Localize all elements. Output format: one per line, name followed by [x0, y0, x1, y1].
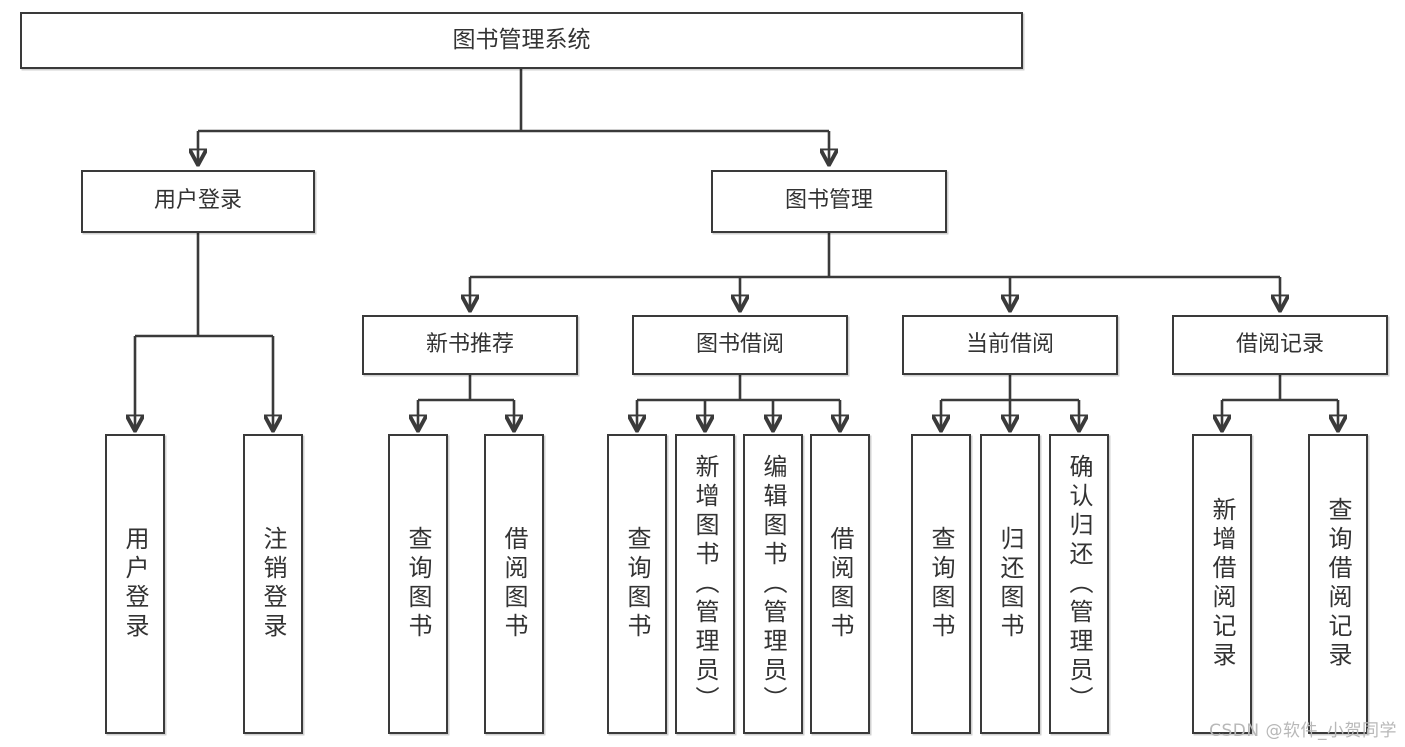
node-new-book-recommend[interactable]: 新书推荐 [362, 315, 578, 375]
node-label: 用户登录 [121, 526, 149, 642]
leaf-current-return-book[interactable]: 归还图书 [980, 434, 1040, 734]
node-label: 图书借阅 [695, 331, 784, 357]
leaf-borrow-borrow-book[interactable]: 借阅图书 [810, 434, 870, 734]
node-book-management[interactable]: 图书管理 [711, 170, 947, 233]
leaf-recommend-query-book[interactable]: 查询图书 [388, 434, 448, 734]
node-label: 编辑图书（管理员） [759, 453, 787, 715]
leaf-record-add-record[interactable]: 新增借阅记录 [1192, 434, 1252, 734]
node-current-borrow[interactable]: 当前借阅 [902, 315, 1118, 375]
node-label: 归还图书 [996, 526, 1024, 642]
node-label: 图书管理 [784, 188, 873, 214]
node-label: 查询借阅记录 [1324, 497, 1352, 671]
leaf-user-login-login[interactable]: 用户登录 [105, 434, 165, 734]
node-label: 图书管理系统 [452, 26, 591, 53]
node-label: 用户登录 [153, 188, 242, 214]
node-label: 查询图书 [623, 526, 651, 642]
node-root-system[interactable]: 图书管理系统 [20, 12, 1023, 69]
node-label: 借阅图书 [826, 526, 854, 642]
node-label: 确认归还（管理员） [1065, 453, 1093, 715]
watermark-text: CSDN @软件_小贺同学 [1209, 721, 1397, 741]
node-label: 新书推荐 [425, 331, 514, 357]
node-user-login[interactable]: 用户登录 [81, 170, 315, 233]
node-label: 借阅图书 [500, 526, 528, 642]
node-label: 新增图书（管理员） [691, 453, 719, 715]
leaf-recommend-borrow-book[interactable]: 借阅图书 [484, 434, 544, 734]
leaf-borrow-add-book-admin[interactable]: 新增图书（管理员） [675, 434, 735, 734]
leaf-current-query-book[interactable]: 查询图书 [911, 434, 971, 734]
leaf-current-confirm-return-admin[interactable]: 确认归还（管理员） [1049, 434, 1109, 734]
leaf-record-query-record[interactable]: 查询借阅记录 [1308, 434, 1368, 734]
node-label: 新增借阅记录 [1208, 497, 1236, 671]
node-label: 查询图书 [927, 526, 955, 642]
node-label: 当前借阅 [965, 331, 1054, 357]
leaf-borrow-query-book[interactable]: 查询图书 [607, 434, 667, 734]
node-label: 注销登录 [259, 526, 287, 642]
leaf-borrow-edit-book-admin[interactable]: 编辑图书（管理员） [743, 434, 803, 734]
node-label: 查询图书 [404, 526, 432, 642]
node-borrow-record[interactable]: 借阅记录 [1172, 315, 1388, 375]
leaf-user-login-logout[interactable]: 注销登录 [243, 434, 303, 734]
node-label: 借阅记录 [1235, 331, 1324, 357]
node-book-borrow[interactable]: 图书借阅 [632, 315, 848, 375]
